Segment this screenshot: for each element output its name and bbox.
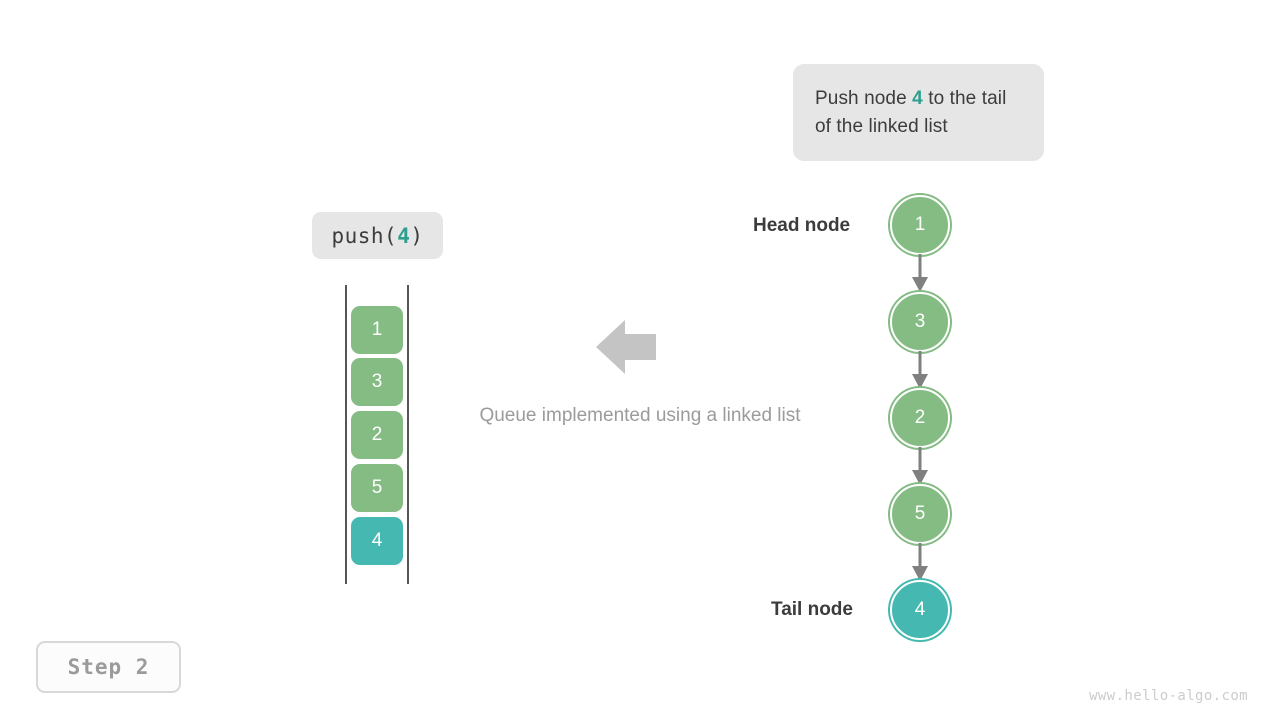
operation-suffix: ) [410,223,424,248]
callout-highlight-value: 4 [912,87,923,109]
list-node: 2 [890,388,950,448]
operation-argument: 4 [397,223,411,248]
tail-node-label: Tail node [771,599,853,620]
queue-cell: 3 [351,358,403,406]
list-node-tail: 4 [890,580,950,640]
head-node-label: Head node [753,215,851,236]
queue-rail-right [407,285,409,584]
list-node: 3 [890,292,950,352]
queue-cell: 4 [351,517,403,565]
callout-text: Push node 4 to the tail of the linked li… [815,85,1022,141]
step-badge: Step 2 [36,641,181,693]
diagram-caption: Queue implemented using a linked list [479,405,801,426]
callout-text-before: Push node [815,87,913,109]
callout-box: Push node 4 to the tail of the linked li… [793,64,1044,161]
arrow-left-icon [596,320,656,374]
connector-arrow-icon [912,543,928,581]
connector-arrow-icon [912,447,928,485]
operation-chip: push(4) [312,212,443,259]
watermark: www.hello-algo.com [1089,688,1248,704]
connector-arrow-icon [912,254,928,292]
queue-cell: 2 [351,411,403,459]
queue-rail-left [345,285,347,584]
connector-arrow-icon [912,351,928,389]
callout-text-after: to the tail of the linked list [815,87,1007,137]
queue-cell: 5 [351,464,403,512]
operation-prefix: push( [331,223,398,248]
queue-cell: 1 [351,306,403,354]
list-node: 1 [890,195,950,255]
list-node: 5 [890,484,950,544]
